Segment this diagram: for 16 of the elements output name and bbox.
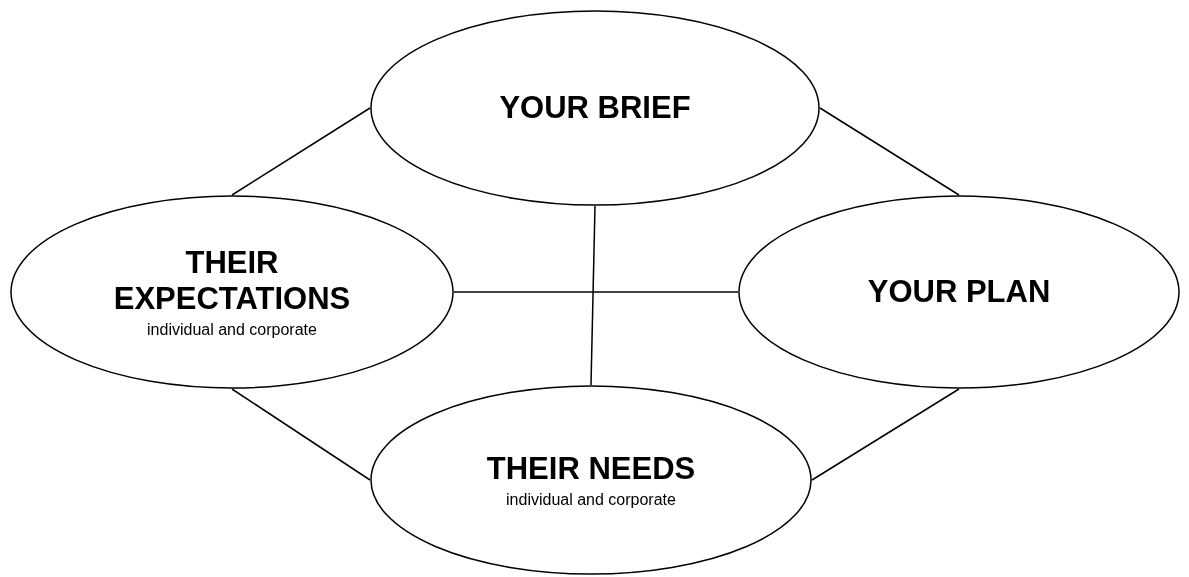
connector-line <box>453 291 739 293</box>
connector-line <box>819 107 960 196</box>
connector-line <box>590 205 596 386</box>
node-subtitle: individual and corporate <box>147 320 317 339</box>
node-title: YOUR BRIEF <box>499 90 691 126</box>
ellipse-node <box>370 10 820 206</box>
node-title: YOUR PLAN <box>867 274 1051 310</box>
ellipse-node <box>738 195 1180 389</box>
node-subtitle: individual and corporate <box>506 490 676 509</box>
node-title: THEIR EXPECTATIONS <box>112 245 352 317</box>
node-title: THEIR NEEDS <box>486 451 696 487</box>
ellipse-node <box>370 385 812 575</box>
connector-line <box>231 388 371 481</box>
connector-line <box>231 107 371 196</box>
ellipse-node <box>10 195 454 389</box>
connector-line <box>811 388 960 481</box>
